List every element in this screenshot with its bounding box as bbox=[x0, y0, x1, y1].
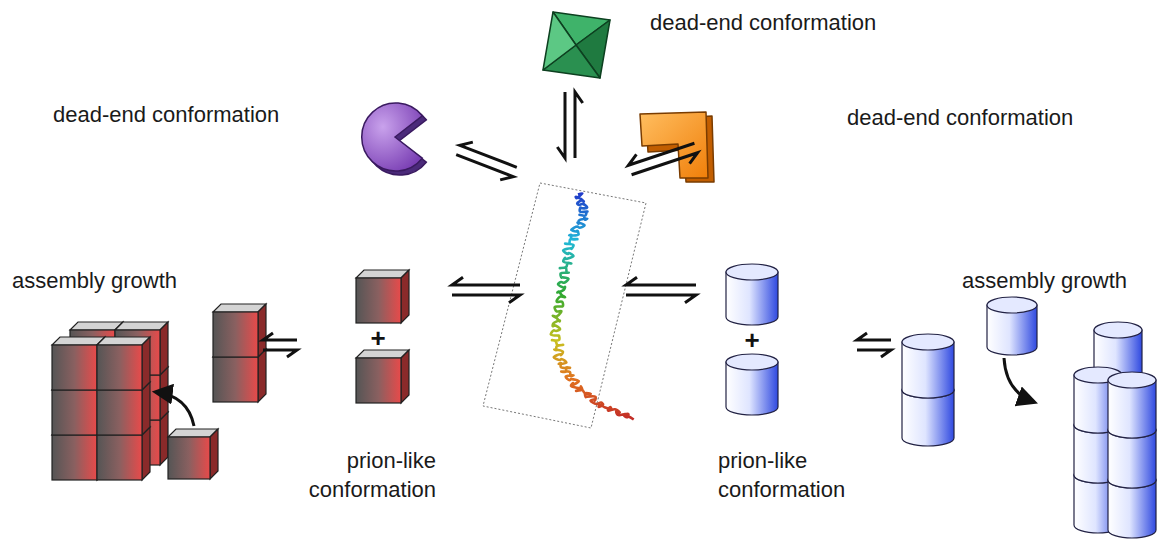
cylinder-shape bbox=[987, 297, 1037, 355]
harpoon-line bbox=[557, 92, 565, 158]
harpoon-line bbox=[632, 153, 698, 175]
shape-node: dead-end conformation bbox=[632, 100, 1102, 186]
harpoon-line bbox=[857, 350, 891, 357]
shape-node: prion-like conformation bbox=[712, 262, 856, 510]
equilibrium-connector bbox=[857, 333, 891, 357]
equilibrium-connector bbox=[263, 333, 297, 357]
harpoon-line bbox=[626, 277, 696, 285]
harpoon-line bbox=[857, 333, 891, 340]
shape-label: dead-end conformation bbox=[650, 8, 876, 37]
cylinder-shape bbox=[1108, 372, 1156, 438]
growth-arrow bbox=[156, 392, 194, 426]
cube-shape bbox=[356, 270, 409, 323]
shape-label: dead-end conformation bbox=[847, 103, 1073, 132]
cylinder-shape bbox=[726, 264, 778, 325]
shape-node: prion-like conformation bbox=[298, 262, 442, 510]
cube-shape bbox=[356, 350, 409, 403]
cylinder-shape bbox=[726, 354, 778, 415]
cylinder-shape bbox=[902, 334, 954, 398]
cylinder-group bbox=[726, 264, 1156, 538]
harpoon-line bbox=[263, 350, 297, 357]
octahedron-shape bbox=[543, 12, 610, 78]
shape-node: assembly growth bbox=[892, 262, 1158, 541]
harpoon-line bbox=[452, 277, 520, 285]
shape-node: dead-end conformation bbox=[45, 95, 437, 179]
pacman-shape bbox=[362, 103, 427, 175]
cube-shape bbox=[213, 304, 266, 357]
cube-group bbox=[52, 270, 409, 480]
shape-label: dead-end conformation bbox=[53, 100, 279, 129]
harpoon-line bbox=[575, 92, 583, 158]
plus-sign: + bbox=[744, 327, 759, 353]
harpoon-line bbox=[452, 295, 520, 303]
harpoon-line bbox=[626, 295, 696, 303]
protein-chain bbox=[551, 193, 634, 419]
shape-node: assembly growth bbox=[8, 262, 262, 500]
harpoon-line bbox=[460, 142, 517, 167]
shape-label: prion-like conformation bbox=[718, 446, 850, 504]
l-shape bbox=[640, 112, 714, 182]
shape-label: prion-like conformation bbox=[304, 446, 436, 504]
frame-box bbox=[483, 183, 646, 428]
shape-node: dead-end conformation bbox=[538, 4, 898, 84]
cube-shape bbox=[97, 337, 150, 390]
shape-label: assembly growth bbox=[12, 266, 177, 295]
harpoon-line bbox=[456, 155, 513, 180]
harpoon-line bbox=[628, 143, 694, 165]
plus-sign: + bbox=[370, 325, 385, 351]
harpoon-line bbox=[263, 333, 297, 340]
growth-arrow bbox=[1004, 358, 1034, 402]
shape-label: assembly growth bbox=[962, 266, 1127, 295]
cube-shape bbox=[168, 429, 218, 479]
